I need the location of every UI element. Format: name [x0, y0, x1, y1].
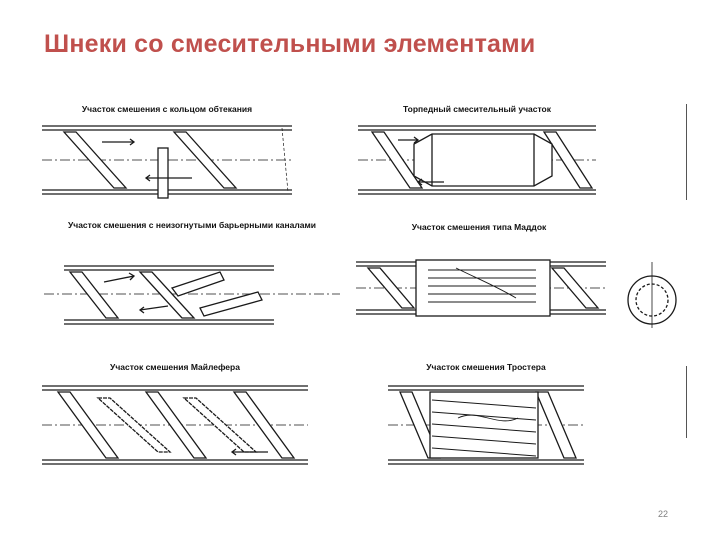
- screw-flight: [62, 131, 128, 189]
- ring-mixing-drawing: [42, 125, 292, 199]
- slide-number: 22: [658, 509, 669, 519]
- break-line: [281, 127, 289, 193]
- screw-flight: [370, 131, 424, 189]
- barrier-channel: [170, 271, 225, 297]
- panel-barrier-channel-section: Участок смешения с неизогнутыми барьерны…: [44, 220, 340, 325]
- screw-flight: [366, 267, 416, 309]
- flow-path: [455, 267, 517, 299]
- panel-label: Участок смешения Майлефера: [110, 362, 240, 372]
- arrowhead: [416, 178, 423, 186]
- panel-label: Участок смешения Тростера: [426, 362, 546, 372]
- arrowhead: [413, 136, 420, 144]
- screw-flight: [56, 391, 120, 459]
- flow-arrow: [103, 275, 135, 283]
- panel-label: Участок смешения с неизогнутыми барьерны…: [67, 220, 317, 230]
- arrowhead: [138, 306, 145, 314]
- arrowhead: [128, 272, 136, 281]
- troester-drawing: [388, 385, 584, 465]
- screw-flight: [550, 267, 600, 309]
- barrier-channel-drawing: [44, 265, 340, 325]
- arrowhead: [144, 174, 151, 182]
- screw-flight: [542, 131, 594, 189]
- panel-ring-mixing-section: Участок смешения с кольцом обтекания: [42, 104, 292, 199]
- screw-flight: [138, 271, 196, 319]
- maddock-drawing: [356, 259, 677, 328]
- section-inner: [635, 283, 669, 317]
- edge-mark: [686, 104, 687, 200]
- barrier-channel: [199, 291, 263, 317]
- slide-title: Шнеки со смесительными элементами: [44, 30, 536, 58]
- screw-flight: [535, 391, 577, 459]
- maillefer-drawing: [42, 385, 308, 465]
- screw-flight: [144, 391, 208, 459]
- torpedo-mixing-drawing: [358, 125, 596, 195]
- barrier-flight: [96, 397, 172, 453]
- screw-flight: [172, 131, 238, 189]
- flow-path: [457, 414, 519, 422]
- maddock-sleeve: [415, 259, 551, 317]
- screw-flight: [68, 271, 120, 319]
- panel-torpedo-mixing-section: Торпедный смесительный участок: [358, 104, 596, 198]
- flow-arrow: [139, 305, 169, 311]
- panel-label: Участок смешения типа Маддок: [411, 222, 547, 232]
- screw-flight: [232, 391, 296, 459]
- panel-maillefer-section: Участок смешения Майлефера: [42, 362, 308, 468]
- torpedo-body: [413, 133, 553, 187]
- edge-mark: [686, 366, 687, 438]
- flow-ring: [157, 147, 169, 199]
- panel-label: Торпедный смесительный участок: [403, 104, 551, 114]
- arrowhead: [129, 138, 136, 146]
- troester-grooves: [431, 399, 537, 457]
- panel-maddock-section: Участок смешения типа Маддок: [356, 222, 686, 328]
- arrowhead: [230, 448, 237, 456]
- panel-label: Участок смешения с кольцом обтекания: [81, 104, 253, 114]
- maddock-flutes: [428, 269, 536, 303]
- panel-troester-section: Участок смешения Тростера: [388, 362, 584, 468]
